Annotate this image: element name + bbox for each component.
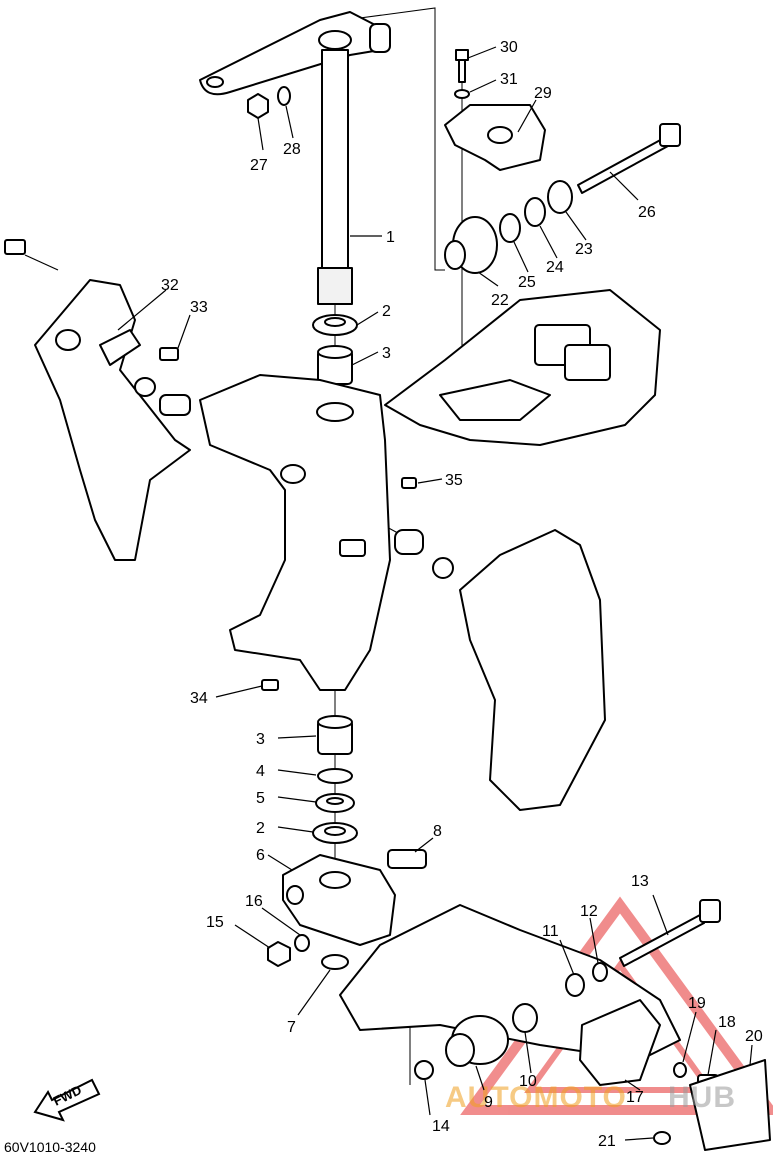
mount-cover-29 <box>444 104 546 171</box>
bushing-tilt <box>134 377 191 416</box>
callout-32: 32 <box>161 277 179 294</box>
callout-18: 18 <box>718 1014 736 1031</box>
bracket-17 <box>579 999 661 1086</box>
washer-25 <box>499 213 521 243</box>
callout-3-lower: 3 <box>256 731 265 748</box>
bushing-3-lower <box>317 715 353 755</box>
leader-lines <box>117 46 753 1141</box>
mount-rubber-9 <box>445 1015 509 1067</box>
clamp-bracket-left <box>34 279 191 561</box>
callout-33: 33 <box>190 299 208 316</box>
steering-shaft <box>317 49 353 305</box>
drawing-code: 60V1010-3240 <box>4 1139 96 1155</box>
callout-35: 35 <box>445 472 463 489</box>
bolt-34 <box>261 679 279 691</box>
washer-2-upper <box>312 314 358 336</box>
callout-24: 24 <box>546 259 564 276</box>
watermark-text-gray: HUB <box>668 1081 736 1114</box>
damper-8 <box>387 849 427 869</box>
mount-housing-6 <box>282 854 396 946</box>
washer-10 <box>512 1003 538 1033</box>
callout-labels: 1 2 3 3 4 5 2 6 7 8 9 10 11 12 13 14 15 … <box>161 39 763 1150</box>
callout-31: 31 <box>500 71 518 88</box>
callout-8: 8 <box>433 823 442 840</box>
callout-29: 29 <box>534 85 552 102</box>
nut-27 <box>247 93 269 119</box>
callout-1: 1 <box>386 229 395 246</box>
washer-5 <box>315 793 355 813</box>
bolt-26 <box>577 123 681 194</box>
callout-17: 17 <box>626 1089 644 1106</box>
callout-23: 23 <box>575 241 593 258</box>
watermark-text-red: AUTOMOTO <box>445 1081 627 1114</box>
callout-15: 15 <box>206 914 224 931</box>
bottom-cowling-plate <box>384 289 661 446</box>
washer-31 <box>454 89 470 99</box>
callout-2-upper: 2 <box>382 303 391 320</box>
callout-25: 25 <box>518 274 536 291</box>
washer-16 <box>294 934 310 952</box>
fwd-arrow-icon: FWD <box>33 1078 101 1122</box>
bushing-3-upper <box>317 345 353 385</box>
callout-2-lower: 2 <box>256 820 265 837</box>
callout-7: 7 <box>287 1019 296 1036</box>
washer-11 <box>565 973 585 997</box>
callout-28: 28 <box>283 141 301 158</box>
watermark-text: AUTOMOTO HUB <box>445 1081 736 1114</box>
washer-28 <box>277 86 291 106</box>
callout-22: 22 <box>491 292 509 309</box>
callout-6: 6 <box>256 847 265 864</box>
callout-16: 16 <box>245 893 263 910</box>
callout-12: 12 <box>580 903 598 920</box>
washer-2-lower <box>312 822 358 844</box>
screw-21 <box>653 1131 671 1145</box>
callout-4: 4 <box>256 763 265 780</box>
callout-26: 26 <box>638 204 656 221</box>
callout-5: 5 <box>256 790 265 807</box>
wire-connector <box>4 239 59 271</box>
callout-3-upper: 3 <box>382 345 391 362</box>
clamp-bracket-right <box>394 529 606 811</box>
spacer-12 <box>592 962 608 982</box>
mount-rubber-22 <box>444 216 498 274</box>
bolt-35 <box>401 477 417 489</box>
circlip-7 <box>321 954 349 970</box>
washer-14 <box>414 1060 434 1080</box>
washer-24 <box>524 197 546 227</box>
callout-30: 30 <box>500 39 518 56</box>
cover-20 <box>689 1059 771 1151</box>
callout-11: 11 <box>542 923 559 940</box>
screw-33 <box>159 347 179 361</box>
callout-10: 10 <box>519 1073 537 1090</box>
steering-arm <box>199 11 391 96</box>
callout-34: 34 <box>190 690 208 707</box>
callout-21: 21 <box>598 1133 616 1150</box>
callout-13: 13 <box>631 873 649 890</box>
bolt-13 <box>619 899 721 967</box>
bolt-30 <box>455 49 469 83</box>
callout-27: 27 <box>250 157 268 174</box>
swivel-bracket <box>199 374 391 691</box>
callout-20: 20 <box>745 1028 763 1045</box>
callout-19: 19 <box>688 995 706 1012</box>
callout-9: 9 <box>484 1094 493 1111</box>
washer-19 <box>673 1062 687 1078</box>
callout-14: 14 <box>432 1118 450 1135</box>
nut-15 <box>267 941 291 967</box>
washer-23 <box>547 180 573 214</box>
o-ring-4 <box>317 768 353 784</box>
